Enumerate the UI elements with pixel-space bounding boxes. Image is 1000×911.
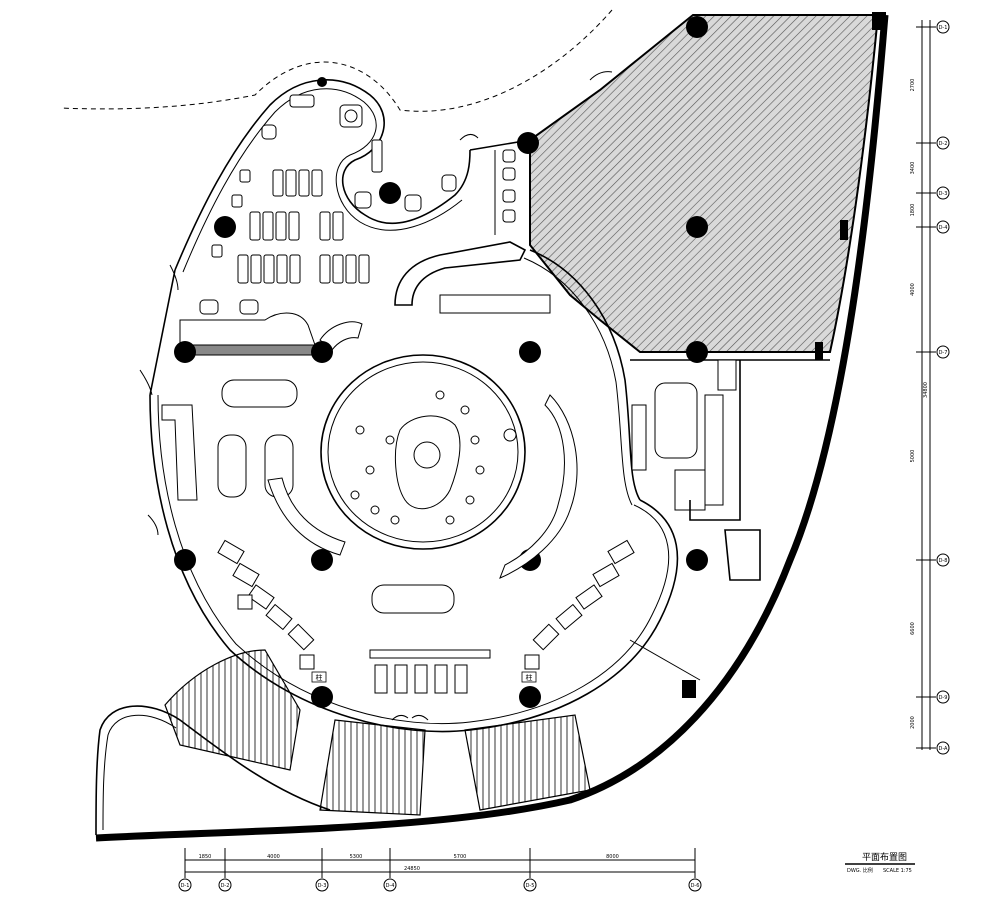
central-planter: [413, 441, 441, 469]
grid-right-axis-bubble: [936, 220, 950, 234]
column-mark-1: 柱: [311, 671, 327, 683]
banquette-strip: [179, 344, 316, 356]
drawing-subtitle-right: SCALE 1:75: [883, 868, 912, 874]
column-mark-2: 柱: [521, 671, 537, 683]
grid-bottom-axis-bubble: [688, 878, 702, 892]
grid-right-spacing-label: 6600: [910, 622, 916, 635]
grid-right-total-label: 34800: [923, 382, 929, 398]
central-round-room-inner: [327, 361, 519, 543]
lounge-east-wall: [529, 249, 641, 501]
structural-columns: [174, 16, 708, 708]
curved-booth-east: [499, 394, 578, 579]
corridor-stools: [502, 149, 516, 223]
sofa-south-center: [371, 584, 455, 614]
lounge-east-wall-inner: [523, 257, 633, 506]
back-counter: [439, 294, 551, 314]
grid-right-axis-bubble: [936, 186, 950, 200]
grid-bottom-axis-bubble: [383, 878, 397, 892]
curved-sofa-north: [319, 321, 363, 351]
stair-s: [319, 719, 426, 816]
service-rooms-east: [629, 12, 886, 698]
grid-right-spacing-label: 5000: [910, 450, 916, 463]
curved-booth-west: [267, 477, 346, 556]
grid-bottom-axis-bubble: [178, 878, 192, 892]
lounge-chairs-southeast: [524, 539, 635, 670]
lounge-chairs-southwest: [217, 539, 315, 670]
grid-bottom-axis-label: D-4: [386, 883, 395, 889]
grid-right-spacing-label: 4000: [910, 283, 916, 296]
north-wing-wall-inner: [182, 88, 463, 273]
lounge-chairs-south: [369, 649, 491, 694]
grid-right-axis-bubble: [936, 553, 950, 567]
dashed-canopy-line: [59, 9, 613, 112]
dining-chairs-north: [237, 169, 370, 284]
bar-counter: [394, 241, 527, 306]
grid-right-axis-bubble: [936, 136, 950, 150]
grid-right-axis-bubble: [936, 690, 950, 704]
lounge-chairs-north: [199, 94, 457, 315]
grid-right-axis-label: D-A: [939, 746, 949, 752]
stair-se: [464, 714, 591, 811]
grid-right-axis-label: D-9: [939, 695, 948, 701]
west-wall: [149, 269, 176, 396]
grid-bottom-total-label: 24850: [404, 866, 420, 872]
stair-sw: [164, 649, 301, 771]
grid-right-axis-bubble: [936, 345, 950, 359]
grid-bottom-spacing-label: 5700: [454, 854, 467, 860]
central-round-room: [320, 354, 526, 550]
grid-right-ticks: D-1D-2D-3D-4D-7D-8D-9D-A 2700 3400 1800 4000…: [910, 20, 950, 755]
grid-right-spacing-label: 3400: [910, 162, 916, 175]
hatched-service-area: [529, 14, 880, 353]
grid-bottom-spacing-label: 8000: [606, 854, 619, 860]
grid-bottom-axis-bubble: [218, 878, 232, 892]
grid-bottom-axis-label: D-3: [318, 883, 327, 889]
grid-right-axis-label: D-1: [939, 25, 948, 31]
grid-bottom-axis-label: D-5: [526, 883, 535, 889]
grid-bottom-axis-bubble: [315, 878, 329, 892]
sofa-groups-west: [161, 379, 298, 501]
grid-bottom-axis-label: D-6: [691, 883, 700, 889]
grid-right-axis-label: D-8: [939, 558, 948, 564]
svg-text:柱: 柱: [316, 673, 323, 682]
grid-bottom-axis-label: D-2: [221, 883, 230, 889]
round-room-stools: [350, 390, 517, 525]
grid-right-axis-bubble: [936, 741, 950, 755]
svg-text:柱: 柱: [526, 673, 533, 682]
grid-right-axis-label: D-7: [939, 350, 948, 356]
grid-right-spacing-label: 2700: [910, 79, 916, 92]
grid-bottom-axis-label: D-1: [181, 883, 190, 889]
grid-bottom-ticks: D-1 D-2 D-3 D-4 D-5 D-6 1850 4000 5300 5700 8000 24…: [178, 848, 702, 892]
grid-right-spacing-label: 1800: [910, 204, 916, 217]
grid-right-spacing-label: 2000: [910, 716, 916, 729]
drawing-title: 平面布置图: [862, 851, 907, 863]
doors: [139, 71, 613, 721]
grid-right-axis-label: D-4: [939, 225, 948, 231]
stair-landing-curve: [95, 705, 331, 836]
grid-right-axis-label: D-2: [939, 141, 948, 147]
grid-bottom-spacing-label: 1850: [199, 854, 212, 860]
grid-right-axis-label: D-3: [939, 191, 948, 197]
banquette-seat: [179, 312, 316, 346]
drawing-subtitle-left: DWG. 比例: [847, 867, 873, 874]
stair-landing-curve-inner: [102, 714, 177, 831]
grid-right-axis-bubble: [936, 20, 950, 34]
grid-bottom-spacing-label: 5300: [350, 854, 363, 860]
grid-bottom-axis-bubble: [523, 878, 537, 892]
outer-curved-wall: [95, 14, 889, 842]
grid-bottom-spacing-label: 4000: [267, 854, 280, 860]
